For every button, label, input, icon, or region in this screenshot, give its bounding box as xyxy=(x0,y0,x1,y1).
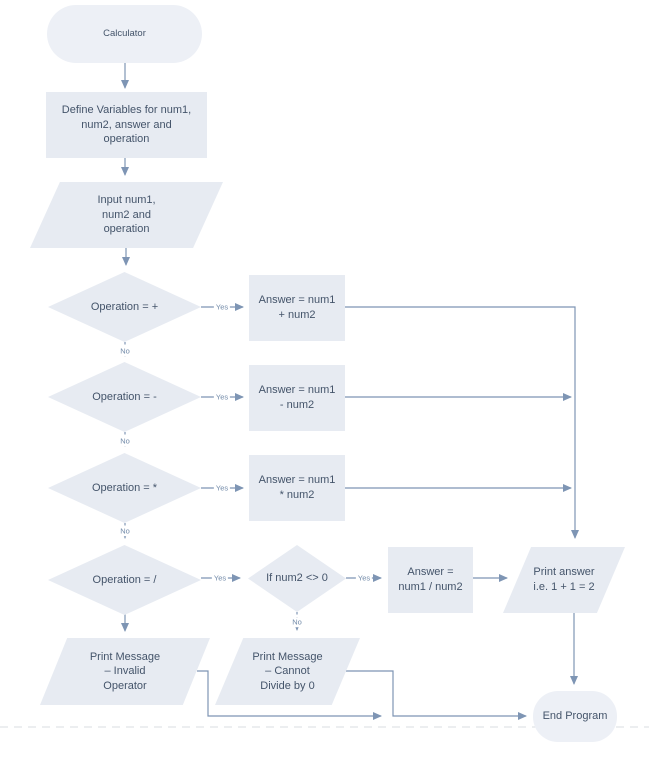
node-print-message-invalid-operator: Print Message – Invalid Operator xyxy=(40,638,210,705)
node-answer-add: Answer = num1 + num2 xyxy=(249,275,345,341)
edge-msg-invalid-to-end xyxy=(197,670,382,720)
node-input-data: Input num1, num2 and operation xyxy=(30,182,223,248)
edge-ans-add-to-collector xyxy=(345,306,579,539)
node-answer-divide: Answer = num1 / num2 xyxy=(388,547,473,613)
edge-label-yes: Yes xyxy=(213,483,231,493)
edge-label-yes: Yes xyxy=(211,573,229,583)
node-answer-subtract: Answer = num1 - num2 xyxy=(249,365,345,431)
edge-label-no: No xyxy=(290,617,304,627)
node-print-message-cannot-divide: Print Message – Cannot Divide by 0 xyxy=(215,638,360,705)
edge-label-yes: Yes xyxy=(213,392,231,402)
edge-msg-divzero-to-end xyxy=(346,670,527,720)
node-end-program: End Program xyxy=(533,691,617,742)
node-start-calculator: Calculator xyxy=(47,5,202,63)
edge-label-yes: Yes xyxy=(355,573,373,583)
edge-label-no: No xyxy=(118,346,132,356)
edge-label-yes: Yes xyxy=(213,302,231,312)
edge-label-no: No xyxy=(118,436,132,446)
node-answer-multiply: Answer = num1 * num2 xyxy=(249,455,345,521)
node-define-variables: Define Variables for num1, num2, answer … xyxy=(46,92,207,158)
edge-label-no: No xyxy=(118,526,132,536)
